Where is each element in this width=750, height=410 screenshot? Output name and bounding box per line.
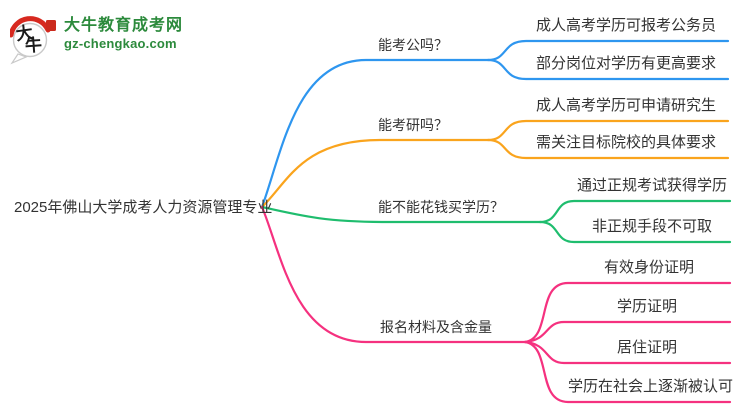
leaf-node: 需关注目标院校的具体要求 <box>535 134 716 151</box>
leaf-node: 部分岗位对学历有更高要求 <box>535 55 716 72</box>
site-logo[interactable]: 大 牛 大牛教育成考网 gz-chengkao.com <box>10 13 240 65</box>
leaf-node: 学历证明 <box>616 298 677 315</box>
branch-2-lines <box>260 119 730 209</box>
leaf-node: 有效身份证明 <box>603 259 694 276</box>
leaf-node: 居住证明 <box>616 339 677 356</box>
branch-node-3: 能不能花钱买学历？ <box>378 199 504 215</box>
branch-4-lines <box>260 205 732 404</box>
leaf-node: 非正规手段不可取 <box>591 218 712 235</box>
leaf-node: 成人高考学历可报考公务员 <box>535 17 716 34</box>
site-domain: gz-chengkao.com <box>64 36 177 51</box>
branch-node-4: 报名材料及含金量 <box>380 319 492 335</box>
branch-node-1: 能考公吗？ <box>378 37 448 53</box>
leaf-node: 通过正规考试获得学历 <box>576 177 727 194</box>
logo-seal-icon <box>46 20 56 31</box>
daniu-logo-icon: 大 牛 <box>10 13 60 65</box>
leaf-node: 成人高考学历可申请研究生 <box>535 97 716 114</box>
branch-3-lines <box>260 199 732 244</box>
logo-red-arc <box>10 16 51 38</box>
logo-text: 大牛教育成考网 gz-chengkao.com <box>60 13 183 65</box>
site-name: 大牛教育成考网 <box>64 17 184 34</box>
root-node: 2025年佛山大学成考人力资源管理专业 <box>14 199 273 216</box>
logo-bubble-graphic <box>10 16 56 65</box>
branch-node-2: 能考研吗？ <box>378 117 448 133</box>
branch-1-lines <box>260 39 730 209</box>
leaf-node: 学历在社会上逐渐被认可 <box>568 378 734 395</box>
